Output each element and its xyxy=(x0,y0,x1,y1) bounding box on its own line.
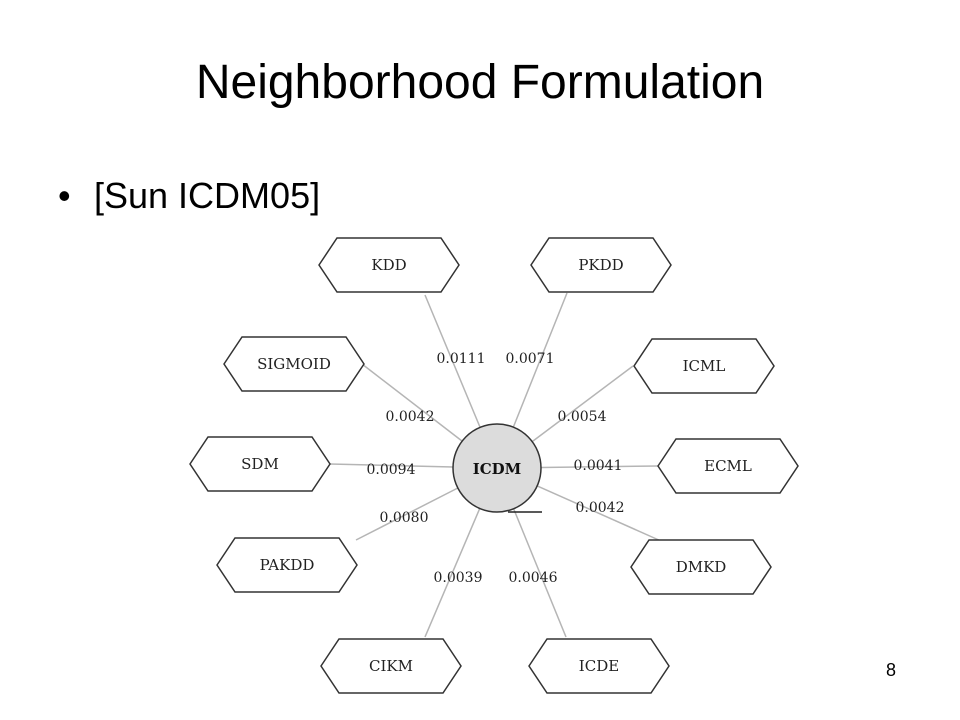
node-hexagon-sigmoid xyxy=(223,336,365,392)
bullet-item: • [Sun ICDM05] xyxy=(58,172,320,220)
node-label-icml: ICML xyxy=(683,357,726,375)
bullet-text: [Sun ICDM05] xyxy=(94,175,321,216)
edge-kdd xyxy=(424,294,481,428)
node-label-icde: ICDE xyxy=(579,657,619,675)
edge-weight-sdm: 0.0094 xyxy=(367,462,416,478)
edge-weight-dmkd: 0.0042 xyxy=(576,500,625,516)
node-label-ecml: ECML xyxy=(704,457,752,475)
edge-weight-icml: 0.0054 xyxy=(558,409,607,425)
edge-icml xyxy=(531,365,634,443)
node-hexagon-ecml xyxy=(657,438,799,494)
page-number: 8 xyxy=(886,660,897,680)
node-hexagon-dmkd xyxy=(630,539,772,595)
edge-weight-icde: 0.0046 xyxy=(509,570,558,586)
edge-pakdd xyxy=(355,487,459,541)
edge-icde xyxy=(512,508,567,638)
edge-weight-pakdd: 0.0080 xyxy=(380,510,429,526)
node-label-sdm: SDM xyxy=(241,455,279,473)
center-node-label: ICDM xyxy=(473,460,522,478)
node-label-pakdd: PAKDD xyxy=(260,556,315,574)
node-hexagon-cikm xyxy=(320,638,462,694)
edge-weight-sigmoid: 0.0042 xyxy=(386,409,435,425)
edge-cikm xyxy=(424,508,481,638)
edge-pkdd xyxy=(512,292,568,428)
edge-group: 0.0111 0.0071 0.0042 0.0054 0.0094 0.0041 0.00… xyxy=(329,292,662,638)
slide-title: Neighborhood Formulation xyxy=(195,56,765,109)
edge-weight-pkdd: 0.0071 xyxy=(506,351,555,367)
bullet-dot-icon: • xyxy=(58,175,71,216)
bullet-list: • [Sun ICDM05] xyxy=(58,172,320,220)
node-hexagon-pakdd xyxy=(216,537,358,593)
node-label-cikm: CIKM xyxy=(369,657,413,675)
node-hexagon-pkdd xyxy=(530,237,672,293)
edge-dmkd xyxy=(536,485,662,542)
edge-sigmoid xyxy=(361,363,463,442)
node-label-kdd: KDD xyxy=(371,256,406,274)
center-node: ICDM xyxy=(452,423,542,513)
node-hexagon-kdd xyxy=(318,237,460,293)
node-group: KDD PKDD SIGMOID ICML SDM ECML PAKDD DMKD CIKM IC… xyxy=(189,237,799,694)
node-hexagon-icml xyxy=(633,338,775,394)
edge-ecml xyxy=(540,465,659,469)
edge-weight-cikm: 0.0039 xyxy=(434,570,483,586)
edge-sdm xyxy=(329,463,454,468)
center-node-circle xyxy=(452,423,542,513)
node-hexagon-icde xyxy=(528,638,670,694)
node-label-sigmoid: SIGMOID xyxy=(257,355,331,373)
node-hexagon-sdm xyxy=(189,436,331,492)
edge-weight-kdd: 0.0111 xyxy=(437,351,486,367)
edge-weight-ecml: 0.0041 xyxy=(574,458,623,474)
node-label-pkdd: PKDD xyxy=(578,256,623,274)
node-label-dmkd: DMKD xyxy=(676,558,727,576)
